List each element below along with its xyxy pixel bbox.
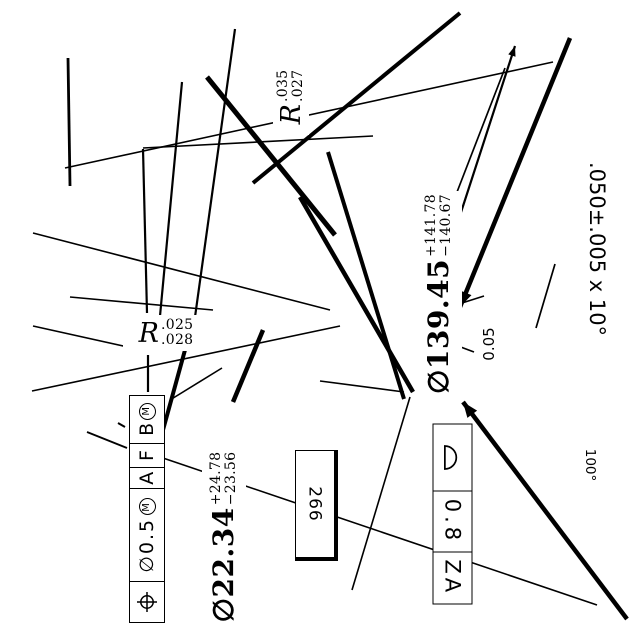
profile-tolerance-value: 0.8 [433, 491, 472, 553]
radius-symbol: R [138, 317, 159, 349]
basic-dimension-box: 266 [295, 450, 338, 561]
tolerance-value-note: 0.05 [480, 327, 498, 361]
radius-middle-upper-tolerance: .025 [160, 316, 194, 333]
basic-dimension-value: 266 [304, 486, 325, 522]
diameter-small-upper-tolerance: +24.78 [207, 451, 224, 506]
radius-dimension-middle: R .025 .028 [123, 315, 209, 351]
datum-reference-za: ZA [440, 559, 465, 597]
mmc-modifier-icon: M [138, 497, 156, 515]
diameter-dimension-small: ∅22.34 +24.78 −23.56 [202, 444, 246, 630]
diameter-small-lower-tolerance: −23.56 [223, 451, 239, 506]
diameter-symbol: ∅ [422, 369, 455, 394]
datum-b-letter: B [136, 422, 158, 436]
radius-middle-lower-tolerance: .028 [160, 332, 194, 348]
profile-feature-control-frame: 0.8 ZA [432, 423, 473, 605]
mmc-modifier-icon: M [138, 402, 156, 420]
radius-top-upper-tolerance: .035 [274, 69, 291, 103]
radius-dimension-top: R .035 .027 [273, 59, 309, 135]
position-symbol-icon [130, 581, 164, 622]
diameter-dimension-large: ∅139.45 +141.78 −140.67 [416, 191, 462, 397]
datum-reference-a: A [130, 467, 164, 489]
diameter-symbol: ∅ [207, 597, 240, 623]
radius-top-lower-tolerance: .027 [290, 69, 306, 103]
diameter-small-value: 22.34 [207, 507, 240, 598]
diameter-large-upper-tolerance: +141.78 [422, 194, 439, 257]
angle-dimension: 100° [582, 448, 598, 482]
datum-reference-b: B M [130, 396, 164, 443]
diameter-large-value: 139.45 [422, 258, 455, 370]
datum-reference-f: F [130, 442, 164, 468]
radius-symbol: R [275, 104, 307, 125]
position-tolerance-value: 0.5 [136, 517, 158, 555]
profile-of-surface-symbol-icon [433, 424, 472, 492]
position-feature-control-frame: ∅ 0.5 M A F B M [129, 395, 165, 623]
diameter-symbol: ∅ [136, 554, 158, 573]
tolerance-cell: ∅ 0.5 M [130, 488, 164, 582]
diameter-large-lower-tolerance: −140.67 [438, 194, 454, 257]
linear-tolerance-note: .050±.005 x 10° [585, 161, 609, 337]
